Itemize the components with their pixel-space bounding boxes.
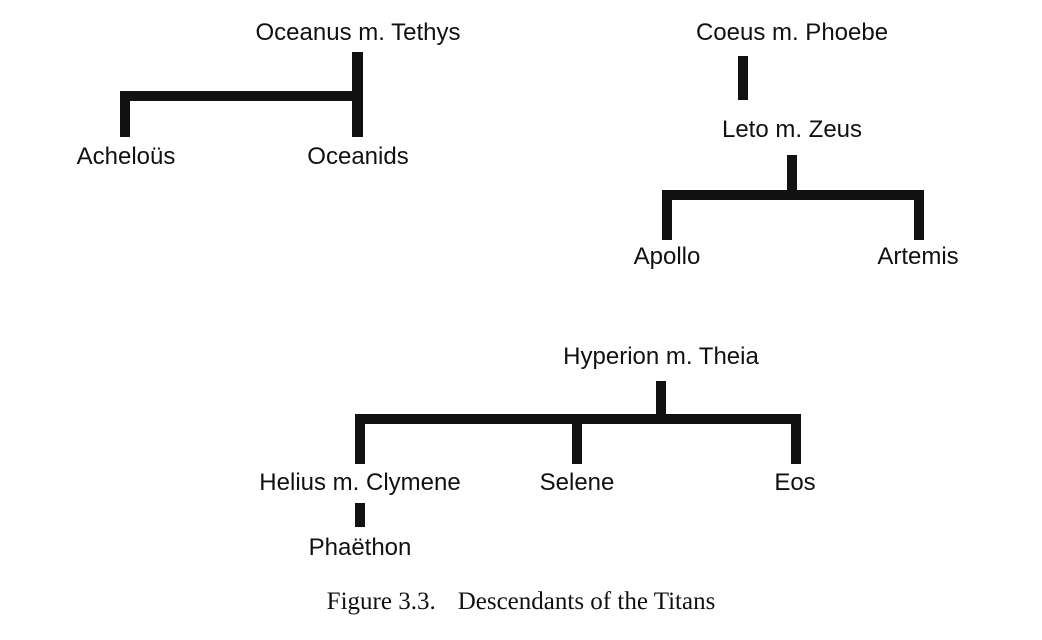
node-oceanus-tethys: Oceanus m. Tethys [255, 19, 461, 46]
line-hyperion-trunk [656, 381, 666, 421]
node-eos: Eos [774, 469, 816, 496]
figure-number: Figure 3.3. [326, 588, 436, 615]
line-leto-bar [662, 190, 924, 200]
node-selene: Selene [539, 469, 615, 496]
node-artemis: Artemis [877, 243, 959, 270]
line-leto-to-artemis [914, 190, 924, 240]
node-phaethon: Phaëthon [308, 534, 412, 561]
line-hyperion-to-helius [355, 414, 365, 464]
line-leto-trunk [787, 155, 797, 197]
node-leto-zeus: Leto m. Zeus [721, 116, 863, 143]
figure-title: Descendants of the Titans [457, 588, 716, 615]
line-coeus-to-leto [738, 56, 748, 100]
line-leto-to-apollo [662, 190, 672, 240]
line-oceanus-to-achelous [120, 91, 130, 137]
node-coeus-phoebe: Coeus m. Phoebe [695, 19, 889, 46]
figure-caption: Figure 3.3. Descendants of the Titans [327, 587, 716, 617]
line-oceanus-bar [120, 91, 363, 101]
node-apollo: Apollo [633, 243, 701, 270]
line-helius-to-phaethon [355, 503, 365, 527]
node-oceanids: Oceanids [307, 143, 409, 170]
line-hyperion-to-eos [791, 414, 801, 464]
line-hyperion-to-selene [572, 414, 582, 464]
node-helius-clymene: Helius m. Clymene [259, 469, 461, 496]
node-achelous: Acheloüs [76, 143, 176, 170]
node-hyperion-theia: Hyperion m. Theia [563, 343, 759, 370]
